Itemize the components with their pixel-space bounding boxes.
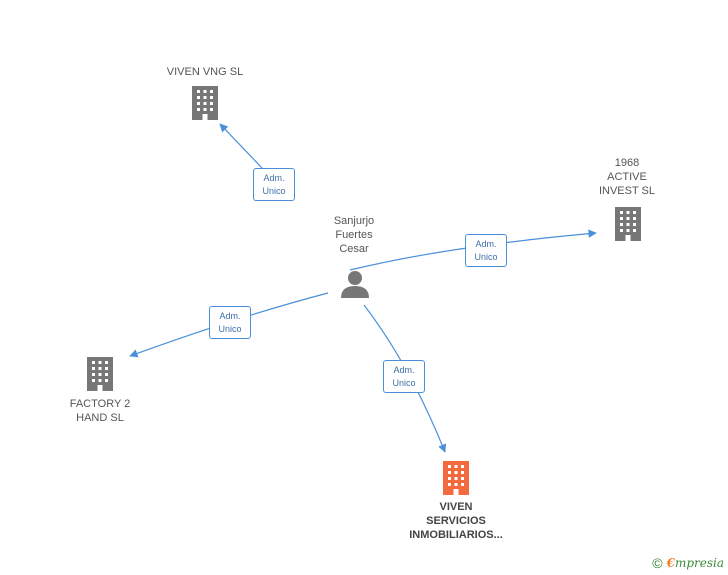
edge-to-viven-vng [219, 123, 263, 169]
footer-brand: © €mpresia [652, 555, 724, 571]
viven-vng-label[interactable]: VIVEN VNG SL [166, 66, 244, 78]
empresia-logo[interactable]: €mpresia [666, 556, 724, 570]
edge-label-line: Adm. [219, 311, 241, 321]
active-invest-label[interactable]: 1968 ACTIVE INVEST SL [598, 157, 656, 197]
edge-label-line: Adm. [263, 173, 285, 183]
person-label[interactable]: Sanjurjo Fuertes Cesar [333, 215, 375, 255]
edge-label-line: Unico [218, 324, 242, 334]
edge-label-line: Adm. [393, 365, 415, 375]
building-icon[interactable] [87, 357, 113, 391]
edge-label-viven-vng: Adm. Unico [253, 168, 295, 201]
edge-label-line: Unico [392, 378, 416, 388]
person-icon[interactable] [341, 271, 369, 298]
viven-servicios-label[interactable]: VIVEN SERVICIOS INMOBILIARIOS... [409, 501, 503, 541]
building-icon[interactable] [192, 86, 218, 120]
factory-hand-label[interactable]: FACTORY 2 HAND SL [69, 398, 131, 424]
edge-label-line: Unico [262, 186, 286, 196]
edge-label-line: Adm. [475, 239, 497, 249]
edge-label-viven-servicios: Adm. Unico [383, 360, 425, 393]
edge-label-line: Unico [474, 252, 498, 262]
edge-to-active-invest [349, 229, 597, 271]
edge-label-active-invest: Adm. Unico [465, 234, 507, 267]
building-icon[interactable] [443, 461, 469, 495]
edge-label-factory-hand: Adm. Unico [209, 306, 251, 339]
building-icon[interactable] [615, 207, 641, 241]
copyright-icon: © [652, 555, 663, 571]
